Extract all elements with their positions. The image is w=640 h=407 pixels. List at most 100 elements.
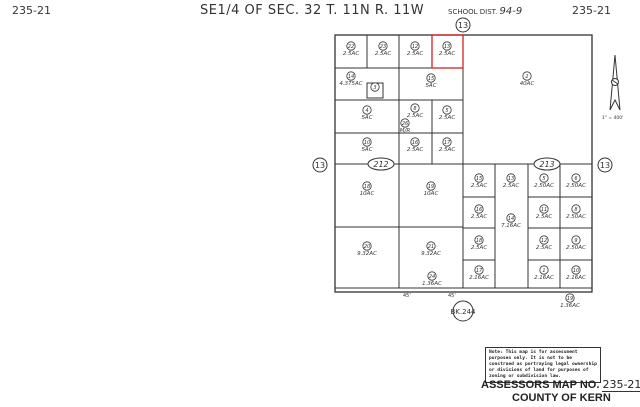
parcel-22[interactable]: 222.5AC <box>343 41 360 57</box>
assessors-map-number: ASSESSORS MAP NO. 235-21 <box>481 378 640 392</box>
parcel-26[interactable]: 26M/R <box>400 118 411 134</box>
parcel-11[interactable]: 112.5AC <box>536 204 553 220</box>
parcel-number-circle <box>571 204 581 214</box>
parcel-17[interactable]: 172.5AC <box>439 137 456 153</box>
parcel-9[interactable]: 92.50AC <box>566 235 586 251</box>
parcel-number-circle <box>426 73 436 83</box>
parcel-19[interactable]: 191.36AC <box>560 293 580 309</box>
parcel-area: 5AC <box>361 115 372 121</box>
parcel-number: 5 <box>445 108 448 114</box>
frontage-label: 45' <box>403 293 411 299</box>
parcel-number: 15 <box>428 76 434 82</box>
parcel-number: 17 <box>444 140 451 146</box>
parcel-area: 2.5AC <box>503 183 520 189</box>
parcel-number: 14 <box>348 74 354 80</box>
parcel-area: 2.5AC <box>471 183 488 189</box>
parcel-number: 10 <box>573 268 579 274</box>
parcel-5[interactable]: 52.50AC <box>534 173 554 189</box>
parcel-number: 18 <box>364 184 370 190</box>
parcel-number-circle <box>426 181 436 191</box>
parcel-number: 1 <box>542 268 545 274</box>
parcel-number: 12 <box>412 44 418 50</box>
parcel-1[interactable]: 12.16AC <box>534 265 554 281</box>
parcel-13[interactable]: 132.5AC <box>503 173 520 189</box>
parcel-14[interactable]: 147.16AC <box>501 213 521 229</box>
parcel-area: 9.32AC <box>421 251 441 257</box>
parcel-area: 2.50AC <box>566 214 586 220</box>
parcel-number-circle <box>474 265 484 275</box>
parcel-area: 5AC <box>425 83 436 89</box>
parcel-number: 18 <box>476 238 482 244</box>
parcel-17[interactable]: 172.16AC <box>469 265 489 281</box>
parcel-area: 2.5AC <box>375 51 392 57</box>
parcel-14[interactable]: 144.375AC <box>339 71 363 87</box>
parcel-area: 2.16AC <box>534 275 554 281</box>
parcel-21[interactable]: 219.32AC <box>421 241 441 257</box>
parcel-number-circle <box>410 41 420 51</box>
parcel-13[interactable]: 132.5AC <box>439 41 456 57</box>
parcel-23[interactable]: 232.5AC <box>375 41 392 57</box>
parcel-18[interactable]: 182.5AC <box>471 235 488 251</box>
parcel-number: 17 <box>476 268 483 274</box>
parcel-area: 1.36AC <box>560 303 580 309</box>
parcel-number: 12 <box>541 238 547 244</box>
parcel-area: 2.5AC <box>471 214 488 220</box>
scale-label: 1" = 400' <box>602 115 623 121</box>
svg-text:BK.244: BK.244 <box>451 308 477 316</box>
parcel-16[interactable]: 162.5AC <box>407 137 424 153</box>
parcel-12[interactable]: 122.5AC <box>536 235 553 251</box>
parcel-number: 5 <box>542 176 545 182</box>
parcel-area: 10AC <box>360 191 375 197</box>
parcel-area: 40AC <box>520 81 535 87</box>
school-district: SCHOOL DIST. 94-9 <box>448 6 522 17</box>
parcel-16[interactable]: 162.5AC <box>471 204 488 220</box>
parcel-area: 2.16AC <box>469 275 489 281</box>
parcel-number-circle <box>539 204 549 214</box>
parcel-number-circle <box>506 173 516 183</box>
parcel-8[interactable]: 82.5AC <box>407 103 424 119</box>
parcel-number: 8 <box>413 106 416 112</box>
svg-text:13: 13 <box>600 161 610 170</box>
parcel-number: 16 <box>412 140 418 146</box>
parcel-area: 2.5AC <box>536 245 553 251</box>
parcel-number-circle <box>571 265 581 275</box>
parcel-3[interactable]: 3 <box>370 82 380 92</box>
parcel-number-circle <box>522 71 532 81</box>
parcel-area: 2.5AC <box>343 51 360 57</box>
road-label-212: 212 <box>367 157 395 171</box>
parcel-number: 4 <box>365 108 368 114</box>
svg-text:213: 213 <box>539 160 554 169</box>
parcel-12[interactable]: 122.5AC <box>407 41 424 57</box>
parcel-area: 2.5AC <box>471 245 488 251</box>
parcel-24[interactable]: 241.36AC <box>422 271 442 287</box>
parcel-5[interactable]: 52.5AC <box>439 105 456 121</box>
svg-text:13: 13 <box>315 161 325 170</box>
parcel-number-circle <box>362 105 372 115</box>
parcel-20[interactable]: 209.32AC <box>357 241 377 257</box>
highlighted-parcel[interactable] <box>431 34 464 69</box>
parcel-15[interactable]: 152.5AC <box>471 173 488 189</box>
map-number-left: 235-21 <box>12 4 51 17</box>
parcel-number: 2 <box>525 74 528 80</box>
parcel-8[interactable]: 82.50AC <box>566 204 586 220</box>
parcel-number-circle <box>410 103 420 113</box>
north-arrow-icon <box>609 54 621 111</box>
parcel-area: 7.16AC <box>501 223 521 229</box>
svg-text:13: 13 <box>458 21 468 30</box>
parcel-10[interactable]: 102.16AC <box>566 265 586 281</box>
parcel-number: 20 <box>364 244 370 250</box>
parcel-number: 8 <box>574 207 577 213</box>
parcel-number: 3 <box>373 85 376 91</box>
school-district-label: SCHOOL DIST. <box>448 8 498 16</box>
parcel-number-circle <box>565 293 575 303</box>
parcel-6[interactable]: 62.50AC <box>566 173 586 189</box>
parcel-number-circle <box>346 41 356 51</box>
parcel-number: 19 <box>567 296 573 302</box>
